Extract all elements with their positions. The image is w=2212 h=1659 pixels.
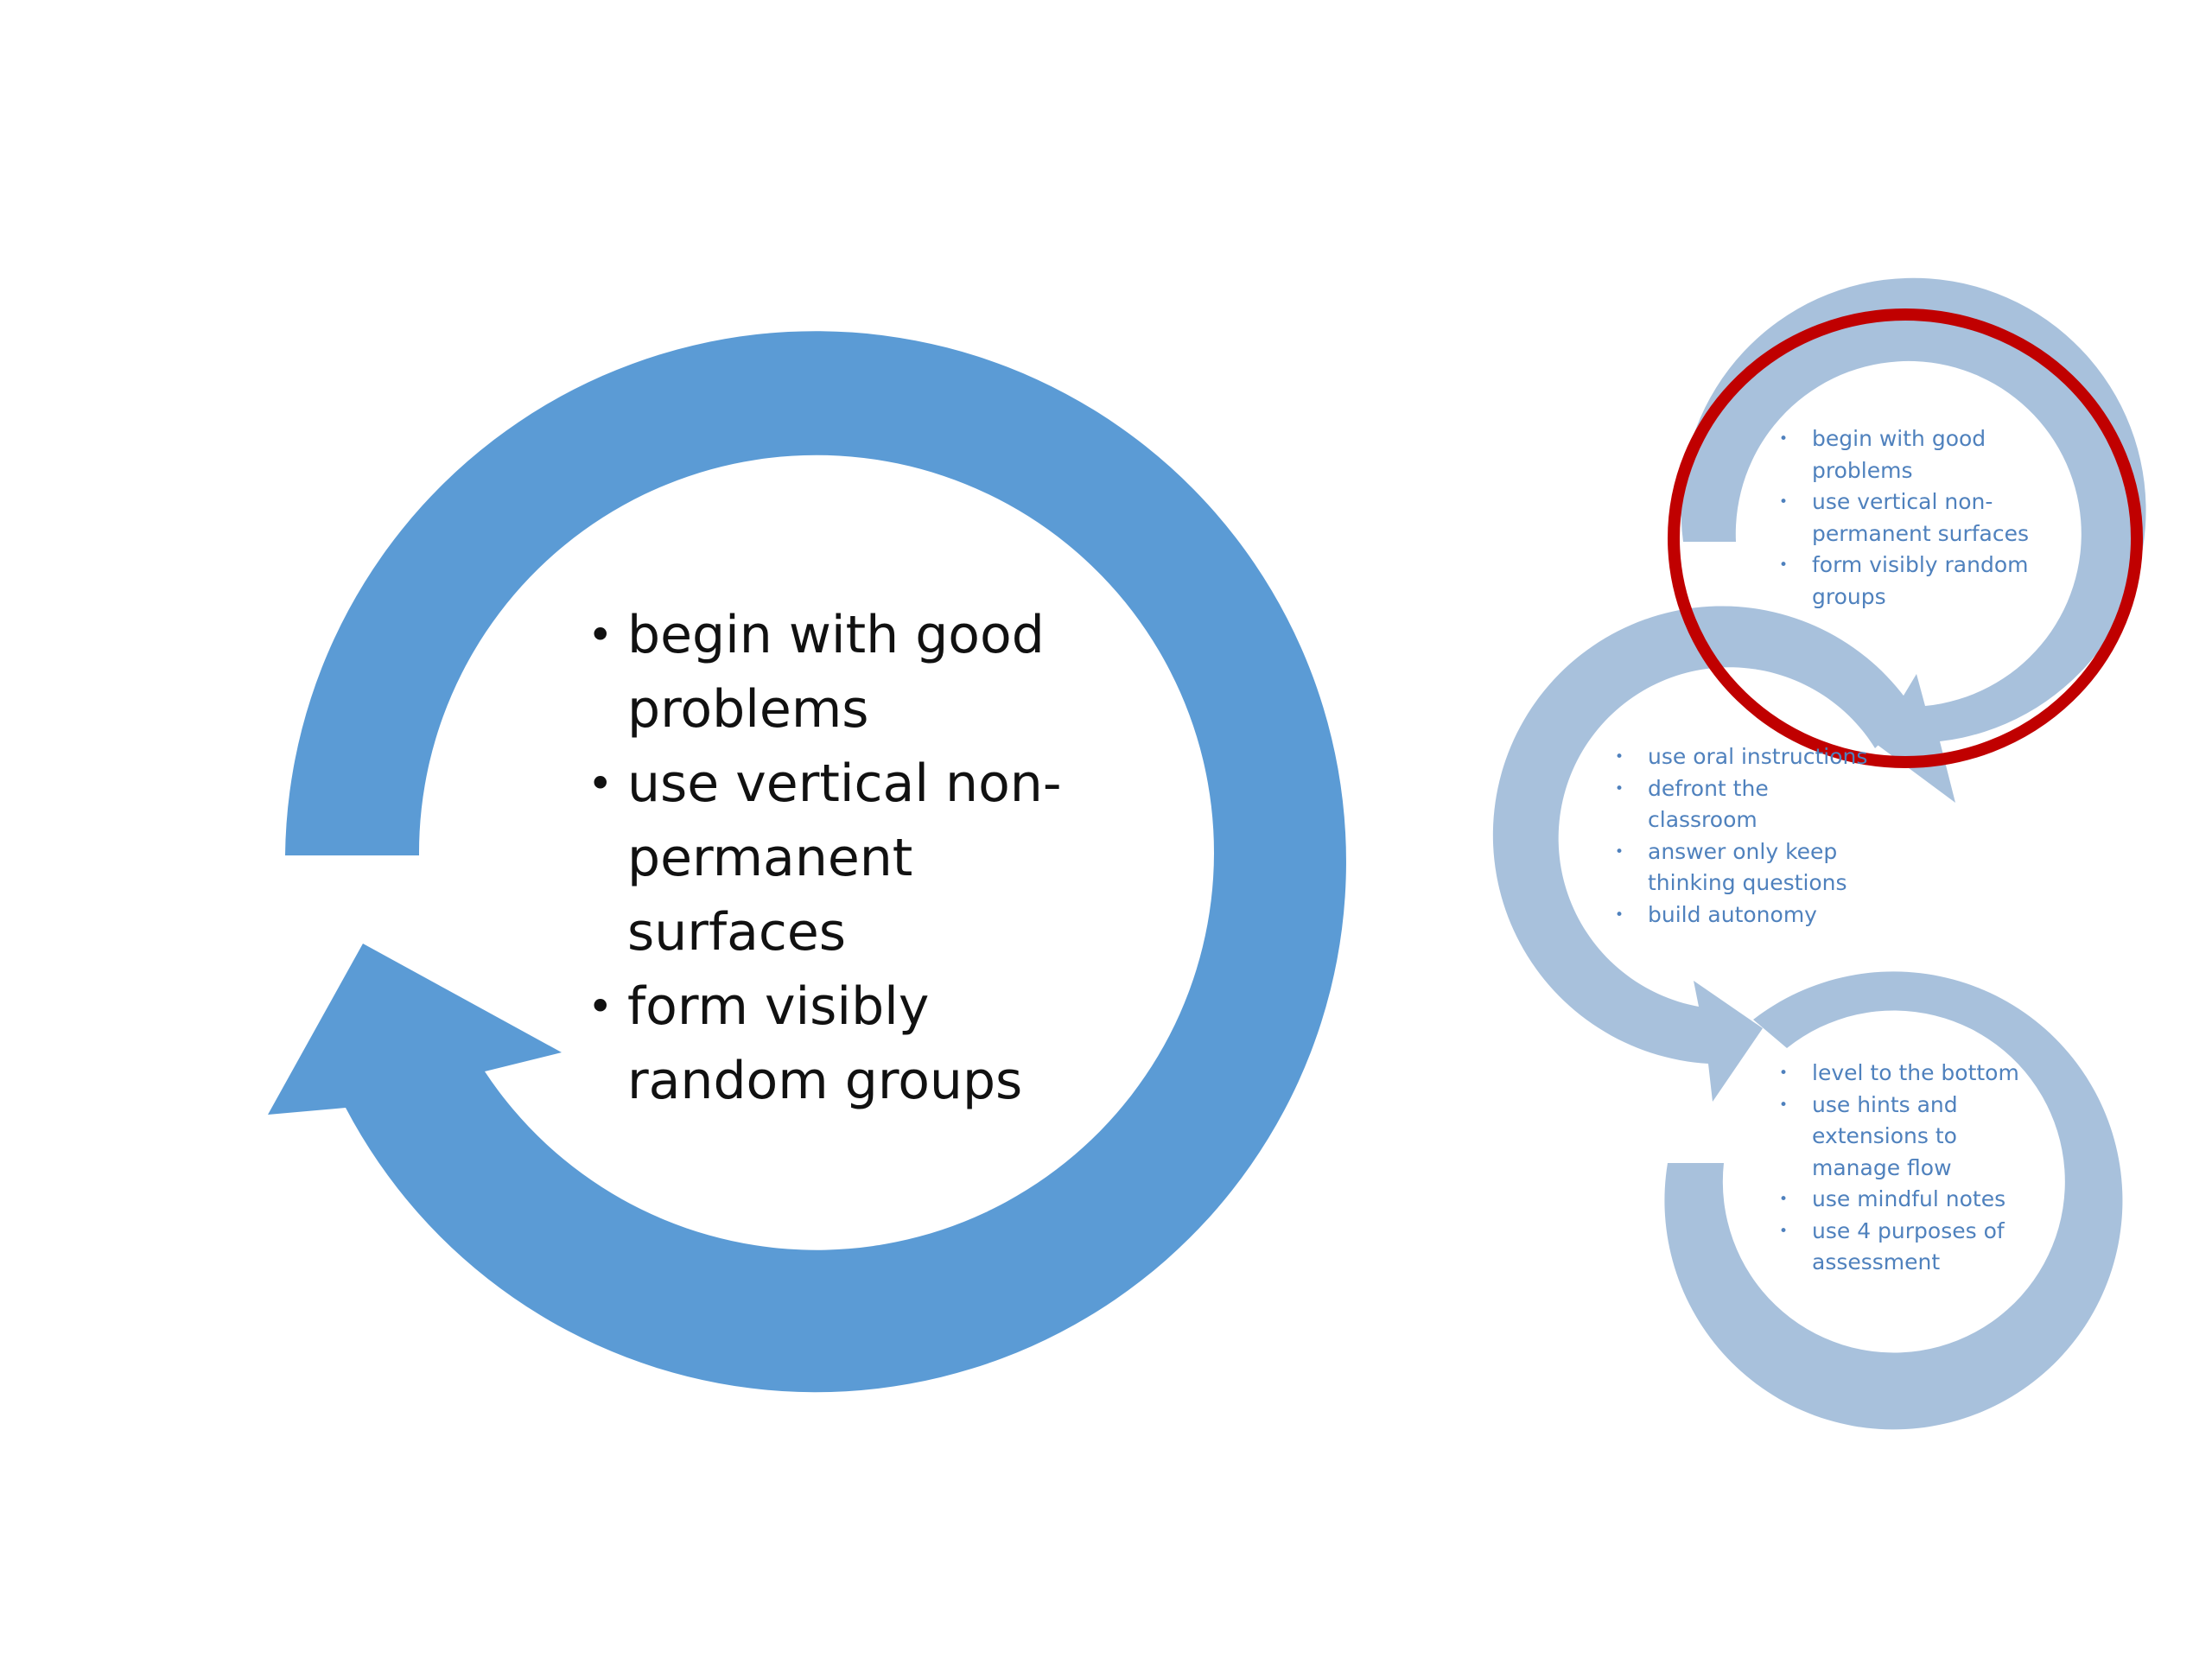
small-cycle-1-list: begin with good problems use vertical no… [1771, 423, 2048, 613]
small-cycle-3-item: use 4 purposes of assessment [1771, 1216, 2048, 1279]
main-cycle-item: use vertical non-permanent surfaces [588, 747, 1141, 969]
small-arrow-1 [1681, 277, 2146, 803]
small-arrow-2 [1492, 606, 1914, 1102]
main-cycle-item: begin with good problems [588, 598, 1141, 747]
main-cycle-list: begin with good problems use vertical no… [588, 598, 1141, 1118]
small-cycle-3-item: use mindful notes [1771, 1184, 2048, 1216]
small-cycle-2-item: build autonomy [1607, 899, 1884, 931]
small-cycle-2-item: defront the classroom [1607, 773, 1884, 836]
small-arrow-3 [1664, 971, 2123, 1430]
small-cycle-2-item: answer only keep thinking questions [1607, 836, 1884, 899]
small-cycle-2-item: use oral instructions [1607, 741, 1884, 773]
small-cycle-1-item: form visibly random groups [1771, 550, 2048, 613]
main-cycle-item: form visibly random groups [588, 969, 1141, 1118]
small-cycle-2-list: use oral instructions defront the classr… [1607, 741, 1884, 931]
small-cycle-3-item: use hints and extensions to manage flow [1771, 1090, 2048, 1185]
small-cycle-1-item: use vertical non-permanent surfaces [1771, 486, 2048, 550]
small-cycle-1-item: begin with good problems [1771, 423, 2048, 486]
small-cycle-3-list: level to the bottom use hints and extens… [1771, 1058, 2048, 1279]
small-cycles-diagram [1492, 277, 2146, 1430]
small-cycle-3-item: level to the bottom [1771, 1058, 2048, 1090]
highlight-ring [1668, 308, 2143, 768]
